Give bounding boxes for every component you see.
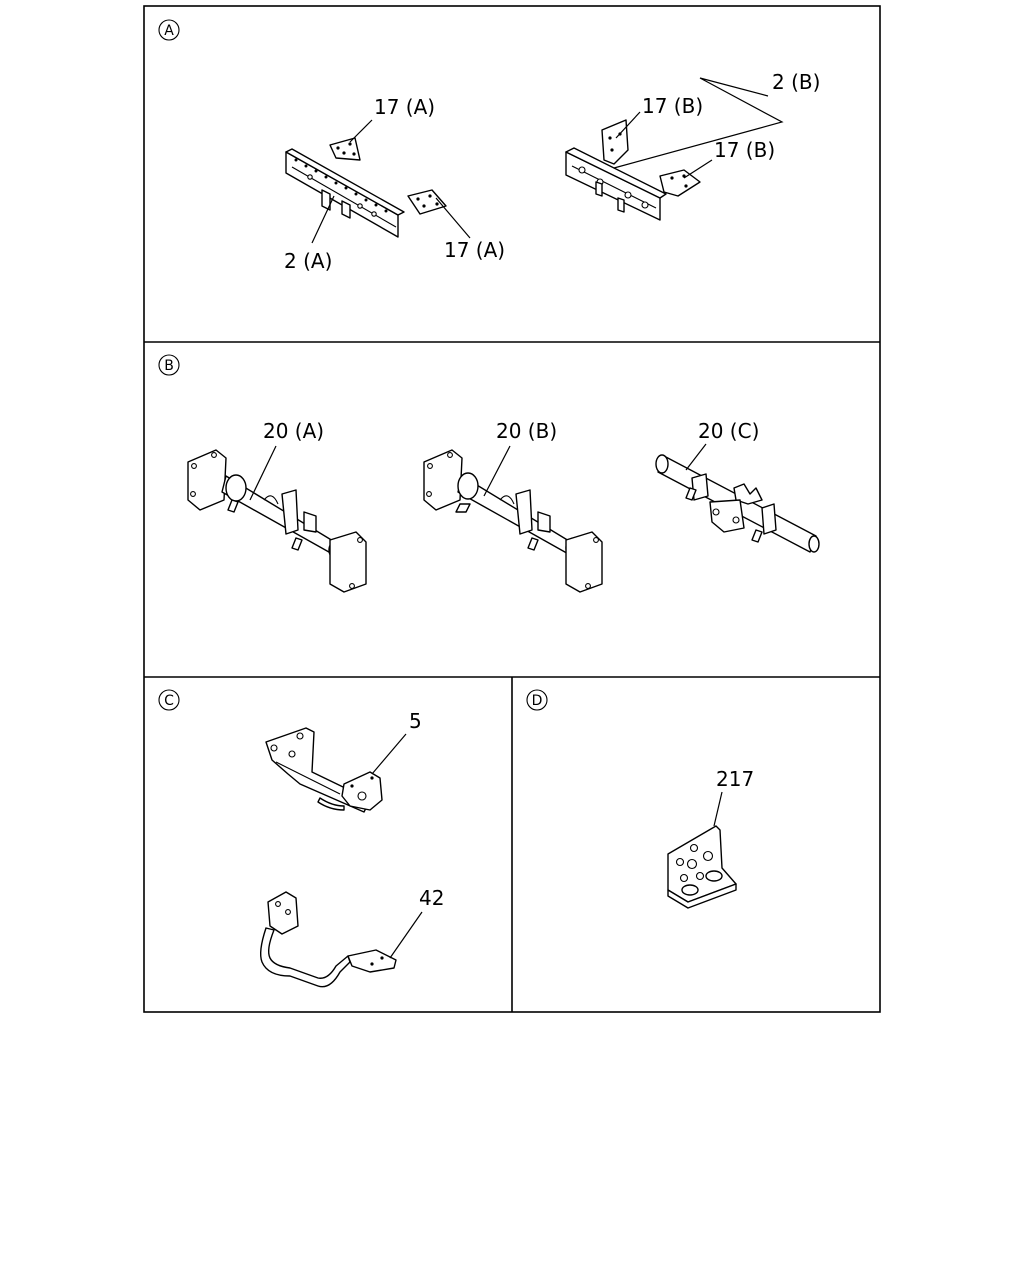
svg-text:C: C xyxy=(164,693,174,709)
part-17a-plate-top xyxy=(329,137,361,161)
callout-17b-top: 17 (B) xyxy=(642,94,703,118)
part-20b-crossmember-tube xyxy=(423,449,603,593)
part-17a-plate-bottom xyxy=(407,189,447,215)
part-17b-bracket-top xyxy=(601,119,629,165)
svg-text:A: A xyxy=(164,23,174,39)
callout-20a: 20 (A) xyxy=(263,419,324,443)
leader-20b xyxy=(483,445,511,497)
part-42-tube-stay xyxy=(259,891,397,988)
part-20c-crossmember-tube xyxy=(655,454,820,553)
part-2b-crossmember-assembly xyxy=(565,147,667,221)
callout-17b-bottom: 17 (B) xyxy=(714,138,775,162)
leader-17a-bottom xyxy=(435,197,471,239)
part-217-bracket xyxy=(667,825,737,909)
leader-20a xyxy=(249,445,277,501)
panel-label-d: D xyxy=(526,689,548,711)
leader-17a-top xyxy=(349,119,373,143)
callout-2a: 2 (A) xyxy=(284,249,332,273)
callout-20b: 20 (B) xyxy=(496,419,557,443)
part-5-bracket xyxy=(265,727,383,813)
leader-2b xyxy=(613,77,784,169)
svg-text:D: D xyxy=(532,693,543,709)
leader-17b-bottom xyxy=(683,159,713,179)
leader-5 xyxy=(371,733,407,775)
callout-17a-top: 17 (A) xyxy=(374,95,435,119)
panel-label-b: B xyxy=(158,354,180,376)
panel-label-c: C xyxy=(158,689,180,711)
part-17b-bracket-bottom xyxy=(659,169,701,197)
leader-2a xyxy=(311,195,335,244)
callout-217: 217 xyxy=(716,767,754,791)
callout-5: 5 xyxy=(409,709,422,733)
leader-20c xyxy=(685,443,707,471)
diagram-frame xyxy=(143,5,881,1013)
panel-label-a: A xyxy=(158,19,180,41)
leader-17b-top xyxy=(615,111,641,139)
svg-text:B: B xyxy=(164,358,174,374)
callout-17a-bottom: 17 (A) xyxy=(444,238,505,262)
callout-2b: 2 (B) xyxy=(772,70,820,94)
leader-217 xyxy=(713,791,723,827)
part-20a-crossmember-tube xyxy=(187,449,367,593)
callout-42: 42 xyxy=(419,886,444,910)
callout-20c: 20 (C) xyxy=(698,419,759,443)
part-2a-crossmember-rail xyxy=(285,148,405,238)
leader-42 xyxy=(389,911,423,959)
